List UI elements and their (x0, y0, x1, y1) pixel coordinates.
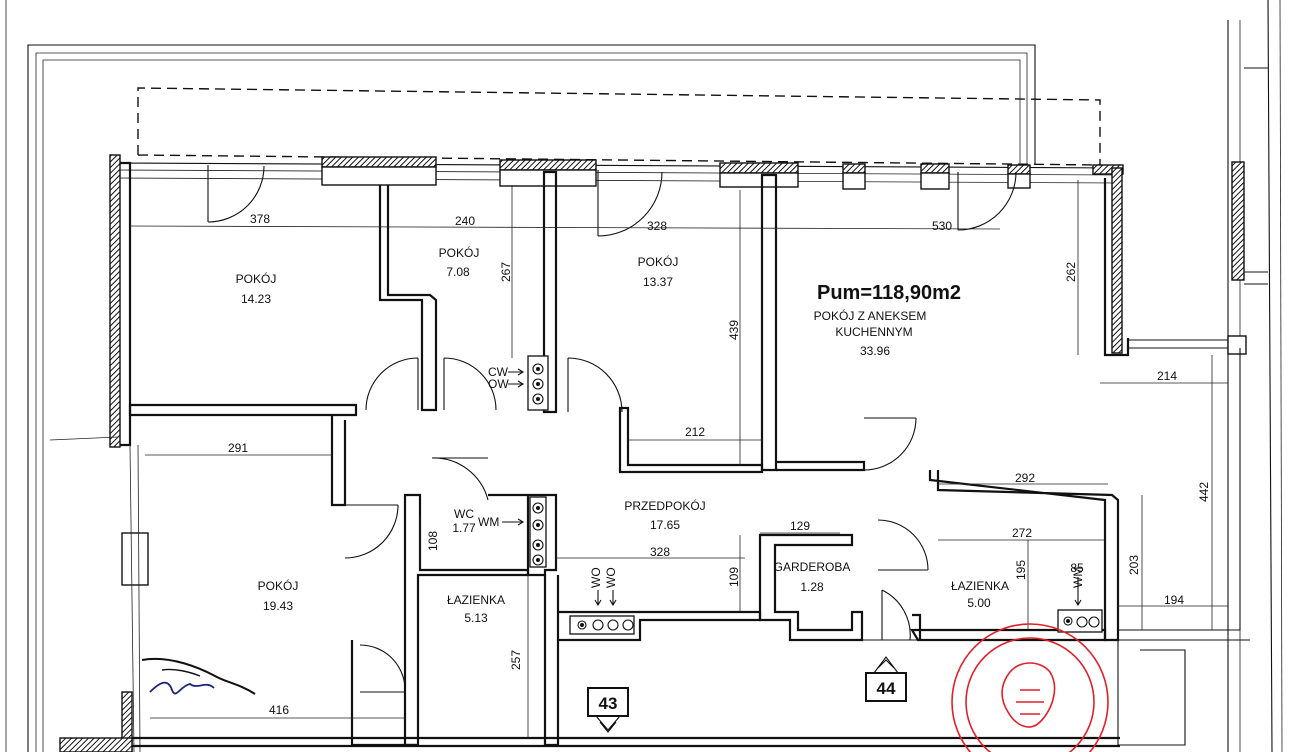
top-facade (117, 156, 1124, 190)
room-area: 7.08 (446, 265, 470, 279)
dimension-label: 85 (1070, 561, 1084, 575)
total-area-label: Pum=118,90m2 (817, 282, 961, 304)
dashed-projection (137, 87, 1101, 166)
dimension-label: 439 (727, 320, 741, 340)
dimension-label: 195 (1014, 560, 1028, 580)
room-area: 13.37 (643, 275, 673, 289)
room-area: 17.65 (650, 518, 680, 532)
room-area: 33.96 (860, 344, 890, 358)
dimension-label: 267 (499, 262, 513, 282)
fixture-label: WM (478, 515, 499, 529)
dimension-label: 272 (1012, 526, 1032, 540)
dimension-label: 262 (1064, 262, 1078, 282)
room-area: 5.00 (967, 596, 991, 610)
fixture-label: WO (604, 567, 618, 588)
room-area: 1.77 (452, 521, 476, 535)
fixture-label: OW (488, 377, 509, 391)
room-label: POKÓJ (638, 254, 679, 269)
right-edge-structure (1227, 20, 1268, 752)
dimension-label: 129 (790, 519, 810, 533)
dimension-label: 203 (1127, 555, 1141, 575)
dimension-label: 214 (1157, 369, 1177, 383)
dimension-label: 530 (932, 219, 952, 233)
terrace-outline (27, 44, 1036, 752)
dimension-label: 194 (1164, 593, 1184, 607)
unit-number: 44 (877, 679, 896, 698)
fixtures (502, 355, 1103, 635)
dimension-label: 257 (509, 650, 523, 670)
room-label: GARDEROBA (774, 560, 851, 574)
room-area: 5.13 (464, 611, 488, 625)
dimension-label: 378 (250, 212, 270, 226)
dimension-lines (129, 180, 1228, 738)
unit-marker-44: 44 (865, 656, 907, 702)
fixture-label: CW (488, 365, 509, 379)
fixture-label: WM (1071, 567, 1085, 588)
dimension-label: 291 (228, 441, 248, 455)
dimension-label: 416 (269, 703, 289, 717)
room-label: WC (454, 507, 474, 521)
room-label-line2: KUCHENNYM (835, 325, 912, 339)
dimension-label: 212 (685, 425, 705, 439)
room-area: 1.28 (800, 580, 824, 594)
left-facade (49, 154, 149, 752)
dimension-label: 328 (647, 219, 667, 233)
room-label: ŁAZIENKA (951, 579, 1009, 593)
room-area: 14.23 (241, 292, 271, 306)
room-label: ŁAZIENKA (447, 593, 505, 607)
dimension-label: 328 (650, 545, 670, 559)
room-label: POKÓJ (236, 271, 277, 286)
right-facade (1103, 167, 1247, 357)
room-label: POKÓJ Z ANEKSEM (814, 308, 927, 323)
dimension-label: 292 (1015, 471, 1035, 485)
interior-walls (59, 170, 1250, 752)
room-area: 19.43 (263, 599, 293, 613)
unit-number: 43 (599, 694, 618, 713)
dimension-label: 109 (727, 567, 741, 587)
dimension-label: 240 (455, 214, 475, 228)
room-label: PRZEDPOKÓJ (624, 498, 705, 513)
fixture-label: WO (589, 567, 603, 588)
signature (141, 657, 256, 695)
page-border (5, 0, 1283, 752)
room-label: POKÓJ (439, 245, 480, 260)
official-stamp (951, 623, 1109, 752)
doors (207, 165, 1017, 693)
room-label: POKÓJ (258, 578, 299, 593)
dimension-label: 442 (1197, 482, 1211, 502)
dimension-label: 108 (426, 531, 440, 551)
unit-marker-43: 43 (587, 687, 629, 733)
